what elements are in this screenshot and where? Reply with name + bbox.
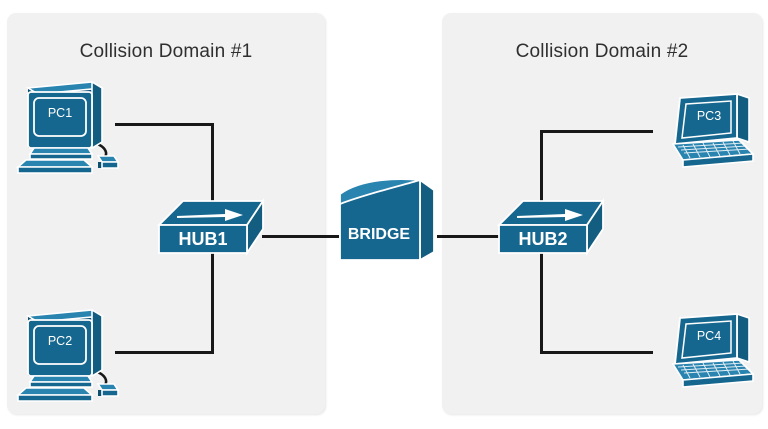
link-pc1-hub1-horizontal	[115, 123, 214, 126]
laptop-computer-icon	[671, 92, 755, 168]
device-hub2[interactable]: HUB2	[496, 195, 613, 263]
link-hub1-pc2-horizontal	[115, 351, 214, 354]
device-pc2[interactable]: PC2	[14, 308, 124, 403]
link-hub2-pc4-vertical	[540, 250, 543, 354]
link-hub2-pc4-horizontal	[540, 351, 653, 354]
link-pc1-hub1-vertical	[211, 123, 214, 205]
laptop-computer-icon	[671, 312, 755, 388]
link-hub2-pc3-horizontal	[540, 130, 653, 133]
desktop-computer-icon	[15, 308, 120, 402]
collision-domain-2-title: Collision Domain #2	[515, 41, 689, 62]
device-bridge[interactable]: BRIDGE	[334, 172, 440, 268]
bridge-icon	[339, 178, 435, 262]
device-pc4[interactable]: PC4	[653, 308, 757, 392]
link-hub1-bridge	[262, 235, 339, 238]
link-hub2-pc3-vertical	[540, 130, 543, 208]
hub-icon	[496, 198, 605, 256]
link-hub1-pc2-vertical	[211, 248, 214, 354]
hub-icon	[156, 198, 265, 256]
desktop-computer-icon	[15, 80, 120, 174]
device-hub1[interactable]: HUB1	[156, 195, 273, 263]
link-bridge-hub2	[437, 235, 507, 238]
device-pc1[interactable]: PC1	[14, 80, 124, 175]
collision-domain-1-title: Collision Domain #1	[79, 41, 253, 62]
device-pc3[interactable]: PC3	[653, 88, 757, 172]
